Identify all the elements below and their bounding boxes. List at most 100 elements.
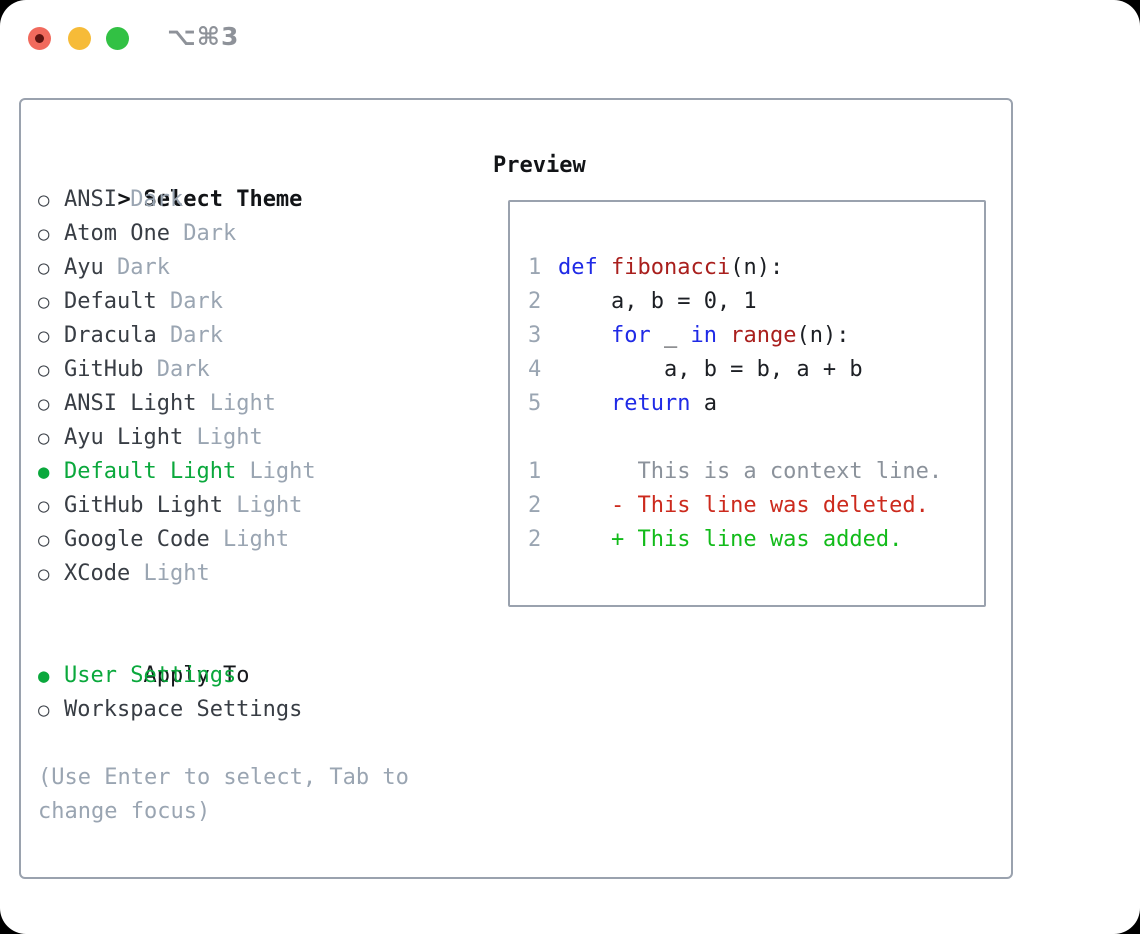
code-segment: def [558, 255, 598, 280]
code-segment: for [610, 323, 651, 348]
code-segment: This is a context line. [558, 459, 943, 484]
code-segment: - This line was deleted. [558, 493, 929, 518]
line-number: 1 [528, 255, 542, 280]
theme-name: Dracula [64, 323, 157, 348]
spacer [38, 591, 409, 625]
line-number: 4 [528, 357, 542, 382]
zoom-button[interactable] [106, 27, 129, 50]
line-number: 1 [528, 459, 542, 484]
theme-item[interactable]: ○XCode Light [38, 557, 409, 591]
apply-option-label: Workspace Settings [64, 697, 303, 722]
theme-name: ANSI Light [64, 391, 197, 416]
apply-option[interactable]: ● User Settings [38, 659, 409, 693]
theme-name: XCode [64, 561, 131, 586]
line-number: 2 [528, 493, 542, 518]
code-segment: a [690, 391, 717, 416]
code-segment: a, b = 0, 1 [558, 289, 757, 314]
radio-selected-icon: ● [38, 461, 50, 483]
code-line: 2 + This line was added. [528, 523, 984, 557]
code-line: 1 def fibonacci(n): [528, 251, 984, 285]
line-number [528, 421, 558, 455]
code-segment: return [610, 391, 691, 416]
theme-item[interactable]: ○ Atom One Dark [38, 217, 409, 251]
radio-selected-icon: ● [38, 665, 50, 687]
radio-empty-icon: ○ [38, 393, 50, 415]
code-line: 2 a, b = 0, 1 [528, 285, 984, 319]
code-segment: + This line was added. [558, 527, 903, 552]
window-title: ⌥⌘3 [167, 22, 240, 51]
code-segment: _ [650, 323, 691, 348]
theme-item[interactable]: ●Default Light Light [38, 455, 409, 489]
theme-name: GitHub Light [64, 493, 223, 518]
code-segment: range [730, 323, 797, 348]
theme-name: GitHub [64, 357, 144, 382]
theme-item[interactable]: ○GitHub Light Light [38, 489, 409, 523]
code-segment [558, 391, 611, 416]
theme-variant-tag: Light [236, 493, 303, 518]
radio-empty-icon: ○ [38, 325, 50, 347]
code-line [528, 421, 984, 455]
theme-name: Default Light [64, 459, 237, 484]
select-theme-header: > Select Theme [38, 149, 409, 212]
radio-empty-icon: ○ [38, 223, 50, 245]
theme-variant-tag: Light [143, 561, 210, 586]
line-number: 3 [528, 323, 542, 348]
select-theme-title: Select Theme [143, 187, 303, 212]
theme-item[interactable]: ○ ANSI Light Light [38, 387, 409, 421]
theme-item[interactable]: ○ Default Dark [38, 285, 409, 319]
radio-empty-icon: ○ [38, 291, 50, 313]
code-text: a, b = b, a + b [558, 353, 863, 387]
theme-panel: > Select Theme ○ ANSI Dark ○ Atom One Dark ○ A… [38, 149, 409, 829]
radio-empty-icon: ○ [38, 359, 50, 381]
code-segment [717, 323, 730, 348]
code-line: 1 This is a context line. [528, 455, 984, 489]
spacer [38, 727, 409, 761]
theme-item[interactable]: ○GitHub Dark [38, 353, 409, 387]
code-segment: (n): [796, 323, 850, 348]
code-text: This is a context line. [558, 455, 942, 489]
theme-item[interactable]: ○Dracula Dark [38, 319, 409, 353]
apply-option-label: User Settings [64, 663, 237, 688]
code-text: def fibonacci(n): [558, 251, 783, 285]
theme-variant-tag: Dark [169, 289, 223, 314]
cursor-icon: > [117, 187, 131, 212]
code-text: for _ in range(n): [558, 319, 849, 353]
code-segment: in [690, 323, 717, 348]
radio-empty-icon: ○ [38, 257, 50, 279]
theme-name: ANSI [64, 187, 117, 212]
theme-item[interactable]: ○ ANSI Dark [38, 183, 409, 217]
minimize-button[interactable] [68, 27, 91, 50]
code-line: 3 for _ in range(n): [528, 319, 984, 353]
code-segment: a, b = b, a + b [558, 357, 863, 382]
code-segment: fibonacci [611, 255, 731, 280]
theme-item[interactable]: ○ Ayu Light Light [38, 421, 409, 455]
apply-option[interactable]: ○Workspace Settings [38, 693, 409, 727]
theme-variant-tag: Light [196, 425, 263, 450]
preview-title: Preview [493, 153, 586, 178]
radio-empty-icon: ○ [38, 189, 50, 211]
theme-name: Atom One [64, 221, 170, 246]
code-text: + This line was added. [558, 523, 902, 557]
theme-name: Default [64, 289, 157, 314]
theme-item[interactable]: ○Google Code Light [38, 523, 409, 557]
theme-name: Ayu Light [64, 425, 184, 450]
code-text: - This line was deleted. [558, 489, 929, 523]
theme-name: Ayu [64, 255, 104, 280]
theme-list: ○ ANSI Dark ○ Atom One Dark ○ Ayu Dark ○ Defaul… [38, 183, 409, 591]
code-segment [558, 323, 611, 348]
theme-name: Google Code [64, 527, 210, 552]
theme-item[interactable]: ○Ayu Dark [38, 251, 409, 285]
theme-variant-tag: Dark [183, 221, 237, 246]
code-line: 2 - This line was deleted. [528, 489, 984, 523]
titlebar: ⌥⌘3 [0, 0, 1140, 76]
close-button[interactable] [28, 27, 51, 50]
theme-variant-tag: Dark [130, 187, 184, 212]
code-segment [598, 255, 611, 280]
code-line: 4 a, b = b, a + b [528, 353, 984, 387]
radio-empty-icon: ○ [38, 427, 50, 449]
apply-to-header: Apply To [38, 625, 409, 688]
radio-empty-icon: ○ [38, 529, 50, 551]
code-text: return a [558, 387, 717, 421]
theme-variant-tag: Light [209, 391, 276, 416]
